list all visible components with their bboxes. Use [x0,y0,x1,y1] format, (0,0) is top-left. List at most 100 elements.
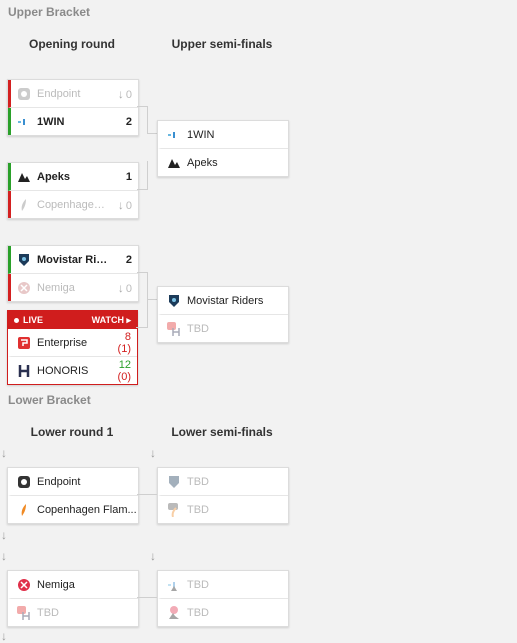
team-row[interactable]: 1WIN 2 [8,108,138,135]
match-opening-3[interactable]: Movistar Riders 2 Nemiga ↓0 [7,245,139,302]
col-lower-round-1: Lower round 1 [30,425,114,439]
live-badge: LIVE [23,315,44,325]
team-row[interactable]: Copenhagen Flam... [8,496,138,523]
team-name: Endpoint [37,87,81,100]
match-lower-semi-1[interactable]: TBD TBD [157,467,289,524]
match-upper-semi-1[interactable]: 1WIN Apeks [157,120,289,177]
1win-logo-icon [17,115,31,129]
team-score: 12 [118,358,131,371]
tbd-logo-icon [167,578,181,592]
team-score: 2 [125,253,132,266]
connector-line [137,106,148,134]
movistar-riders-logo-icon [167,294,181,308]
movistar-riders-logo-icon [17,253,31,267]
team-map-score: (1) [117,342,131,355]
team-name: TBD [187,503,209,516]
team-row[interactable]: Copenhagen F... ↓0 [8,191,138,218]
tbd-logo-icon [167,605,181,620]
1win-logo-icon [167,128,181,142]
team-score: 0 [125,199,132,212]
team-row[interactable]: Apeks 1 [8,163,138,191]
team-row[interactable]: TBD [158,496,288,523]
team-name: Copenhagen Flam... [37,503,137,516]
col-lower-semifinals: Lower semi-finals [171,425,273,439]
match-opening-2[interactable]: Apeks 1 Copenhagen F... ↓0 [7,162,139,219]
team-name: 1WIN [187,128,215,141]
lower-bracket-title: Lower Bracket [8,393,91,407]
team-row[interactable]: Nemiga [8,571,138,599]
apeks-logo-icon [17,170,31,184]
team-row[interactable]: TBD [158,571,288,599]
team-name: 1WIN [37,115,65,128]
down-arrow-icon: ↓ [1,528,7,542]
down-arrow-icon: ↓ [117,280,124,295]
live-dot-icon [14,317,19,323]
connector-line [137,597,157,599]
team-score: 2 [125,115,132,128]
copenhagen-flames-logo-icon [17,198,31,212]
down-arrow-icon: ↓ [150,549,156,563]
team-row[interactable]: Endpoint ↓0 [8,80,138,108]
down-arrow-icon: ↓ [117,197,124,212]
endpoint-logo-icon [17,87,31,101]
connector-line [137,494,157,496]
tbd-logo-icon [167,475,181,489]
match-lower-semi-2[interactable]: TBD TBD [157,570,289,627]
team-name: Enterprise [37,336,88,349]
team-name: Endpoint [37,475,81,488]
team-score: 0 [125,88,132,101]
team-row[interactable]: 1WIN [158,121,288,149]
team-name: TBD [187,578,209,591]
team-name: Nemiga [37,281,75,294]
team-row[interactable]: TBD [158,468,288,496]
enterprise-logo-icon [17,336,31,350]
down-arrow-icon: ↓ [1,446,7,460]
tbd-logo-icon [167,502,181,517]
down-arrow-icon: ↓ [150,446,156,460]
live-header[interactable]: LIVE WATCH ▸ [8,311,137,329]
connector-line [137,161,148,190]
team-map-score: (0) [117,370,131,383]
team-row[interactable]: TBD [158,599,288,626]
team-name: TBD [187,475,209,488]
team-name: Apeks [187,156,218,169]
team-row[interactable]: HONORIS 12 (0) [8,357,137,384]
team-name: Movistar Riders [187,294,264,307]
down-arrow-icon: ↓ [117,86,124,101]
nemiga-logo-icon [17,578,31,592]
watch-button[interactable]: WATCH ▸ [91,314,131,325]
connector-line [147,133,157,135]
team-name: Movistar Riders [37,253,110,266]
match-upper-semi-2[interactable]: Movistar Riders TBD [157,286,289,343]
match-live[interactable]: LIVE WATCH ▸ Enterprise 8 (1) HONORIS 12… [7,310,138,385]
team-row[interactable]: Nemiga ↓0 [8,274,138,301]
team-name: TBD [187,606,209,619]
team-row[interactable]: Endpoint [8,468,138,496]
team-row[interactable]: Movistar Riders 2 [8,246,138,274]
team-score: 8 [124,330,131,343]
team-score: 1 [125,170,132,183]
honoris-logo-icon [17,364,31,378]
match-opening-1[interactable]: Endpoint ↓0 1WIN 2 [7,79,139,136]
col-opening-round: Opening round [29,37,115,51]
team-name: Apeks [37,170,71,183]
tbd-logo-icon [167,321,181,336]
team-row[interactable]: Movistar Riders [158,287,288,315]
team-name: Nemiga [37,578,75,591]
team-score: 0 [125,282,132,295]
team-row[interactable]: TBD [8,599,138,626]
match-lower-1[interactable]: Endpoint Copenhagen Flam... [7,467,139,524]
connector-line [137,272,148,300]
connector-line [147,299,157,301]
team-name: TBD [187,322,209,335]
team-name: Copenhagen F... [37,198,110,211]
team-row[interactable]: Apeks [158,149,288,176]
endpoint-logo-icon [17,475,31,489]
team-row[interactable]: TBD [158,315,288,342]
match-lower-2[interactable]: Nemiga TBD [7,570,139,627]
team-name: TBD [37,606,59,619]
down-arrow-icon: ↓ [1,549,7,563]
nemiga-logo-icon [17,281,31,295]
team-row[interactable]: Enterprise 8 (1) [8,329,137,357]
upper-bracket-title: Upper Bracket [8,5,91,19]
